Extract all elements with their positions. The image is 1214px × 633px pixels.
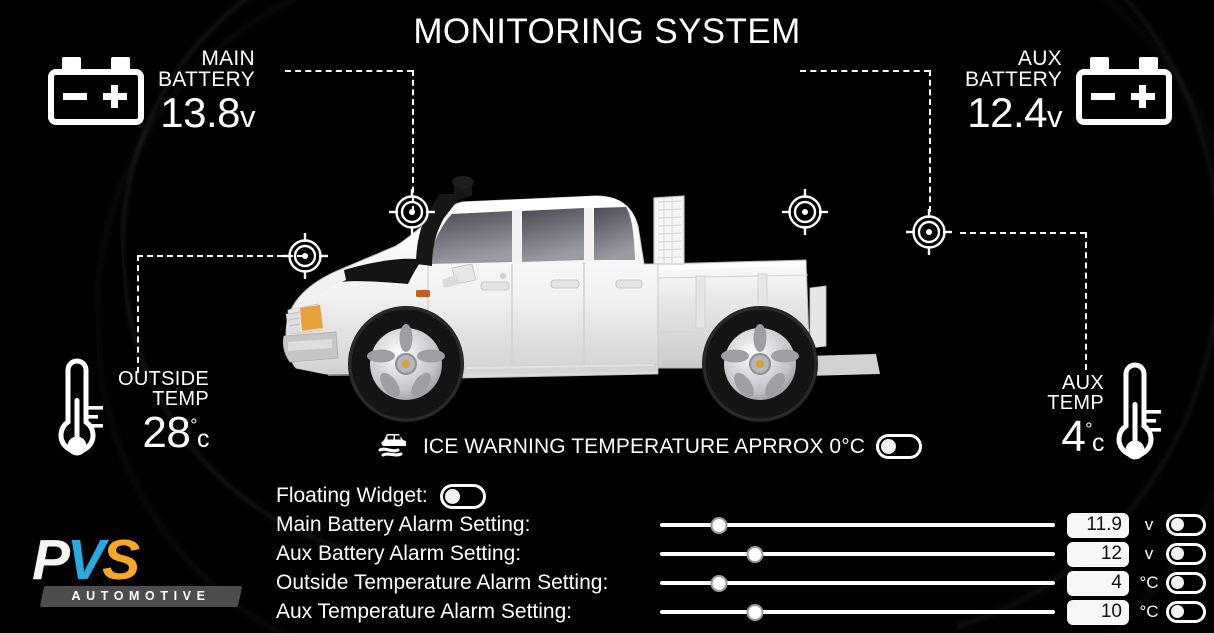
vehicle-illustration [266, 168, 966, 430]
battery-icon [48, 57, 144, 125]
outside-temp-alarm-toggle[interactable] [1166, 572, 1206, 594]
main-battery-label-2: BATTERY [158, 68, 256, 91]
logo-tagline: AUTOMOTIVE [71, 589, 211, 603]
aux-battery-alarm-toggle[interactable] [1166, 543, 1206, 565]
pvs-automotive-logo: PVS AUTOMOTIVE [26, 528, 254, 616]
skidding-car-icon [378, 430, 412, 463]
aux-battery-alarm-value[interactable]: 12 [1067, 541, 1129, 567]
logo-letter-p: P [32, 528, 70, 592]
setting-label: Aux Temperature Alarm Setting: [276, 600, 573, 623]
setting-row-outside-temp-alarm: Outside Temperature Alarm Setting: 4 °C [276, 569, 1206, 597]
aux-temp-alarm-value[interactable]: 10 [1067, 599, 1129, 625]
outside-temp-alarm-slider[interactable] [660, 571, 1055, 595]
crosshair-target-icon[interactable] [782, 189, 828, 235]
ice-warning-toggle[interactable] [875, 434, 922, 459]
connector-line-outside-temp [137, 255, 303, 257]
slider-knob[interactable] [746, 546, 764, 563]
main-battery-alarm-unit: v [1144, 515, 1154, 534]
slider-knob[interactable] [746, 604, 764, 621]
setting-row-aux-temp-alarm: Aux Temperature Alarm Setting: 10 °C [276, 598, 1206, 626]
settings-panel: Floating Widget: Main Battery Alarm Sett… [276, 482, 1206, 627]
setting-label: Outside Temperature Alarm Setting: [276, 571, 609, 594]
main-battery-value: 13.8 [160, 89, 241, 136]
outside-temp-value: 28 [142, 408, 191, 457]
setting-label: Floating Widget: [276, 484, 428, 507]
outside-temp-alarm-unit: °C [1139, 573, 1159, 592]
outside-temp-readout: OUTSIDE TEMP 28°c [56, 358, 210, 466]
logo-letter-s: S [102, 528, 140, 592]
aux-battery-label-2: BATTERY [964, 68, 1062, 91]
main-battery-readout: MAIN BATTERY 13.8v [48, 47, 256, 136]
aux-temp-alarm-toggle[interactable] [1166, 601, 1206, 623]
crosshair-target-icon[interactable] [906, 209, 952, 255]
outside-temp-label-1: OUTSIDE [118, 368, 209, 390]
aux-temp-label-2: TEMP [1047, 392, 1104, 414]
main-battery-alarm-slider[interactable] [660, 513, 1055, 537]
connector-line-main-battery [285, 70, 413, 72]
ice-warning-label: ICE WARNING TEMPERATURE APRROX 0°C [423, 434, 865, 458]
setting-label: Main Battery Alarm Setting: [276, 513, 531, 536]
logo-letter-v: V [67, 528, 105, 592]
connector-line-aux-temp [960, 232, 1086, 234]
crosshair-target-icon[interactable] [389, 189, 435, 235]
battery-icon [1076, 57, 1172, 125]
page-title: MONITORING SYSTEM [413, 12, 801, 51]
aux-battery-alarm-unit: v [1144, 544, 1154, 563]
connector-line-aux-battery [800, 70, 930, 72]
connector-line-outside-temp [137, 255, 139, 373]
logo-tagline-bar: AUTOMOTIVE [39, 586, 243, 607]
outside-temp-unit: c [197, 425, 210, 453]
setting-row-aux-battery-alarm: Aux Battery Alarm Setting: 12 v [276, 540, 1206, 568]
connector-line-main-battery [412, 70, 414, 212]
ice-warning-row: ICE WARNING TEMPERATURE APRROX 0°C [378, 430, 922, 463]
aux-battery-label-1: AUX [1017, 47, 1062, 70]
outside-temp-alarm-value[interactable]: 4 [1067, 570, 1129, 596]
main-battery-unit: v [240, 99, 256, 134]
setting-row-main-battery-alarm: Main Battery Alarm Setting: 11.9 v [276, 511, 1206, 539]
aux-battery-unit: v [1047, 99, 1063, 134]
thermometer-icon [1114, 362, 1166, 470]
connector-line-aux-battery [929, 70, 931, 212]
crosshair-target-icon[interactable] [282, 233, 328, 279]
aux-battery-readout: AUX BATTERY 12.4v [965, 48, 1172, 134]
slider-knob[interactable] [710, 517, 728, 534]
slider-knob[interactable] [710, 575, 728, 592]
aux-temp-readout: AUX TEMP 4°c [1047, 362, 1166, 470]
degree-symbol: ° [190, 415, 197, 436]
aux-battery-value: 12.4 [967, 89, 1047, 136]
connector-line-aux-temp [1085, 232, 1087, 370]
outside-temp-label-2: TEMP [152, 388, 209, 410]
main-battery-alarm-value[interactable]: 11.9 [1067, 512, 1129, 538]
aux-temp-value: 4 [1061, 412, 1086, 461]
setting-row-floating-widget: Floating Widget: [276, 482, 1206, 510]
thermometer-icon [56, 358, 108, 466]
aux-temp-unit: c [1092, 429, 1105, 457]
aux-temp-alarm-unit: °C [1139, 602, 1159, 621]
aux-temp-label-1: AUX [1061, 372, 1104, 394]
setting-label: Aux Battery Alarm Setting: [276, 542, 522, 565]
aux-temp-alarm-slider[interactable] [660, 600, 1055, 624]
degree-symbol: ° [1085, 419, 1092, 440]
main-battery-label-1: MAIN [201, 47, 256, 70]
floating-widget-toggle[interactable] [439, 483, 486, 509]
main-battery-alarm-toggle[interactable] [1166, 514, 1206, 536]
aux-battery-alarm-slider[interactable] [660, 542, 1055, 566]
